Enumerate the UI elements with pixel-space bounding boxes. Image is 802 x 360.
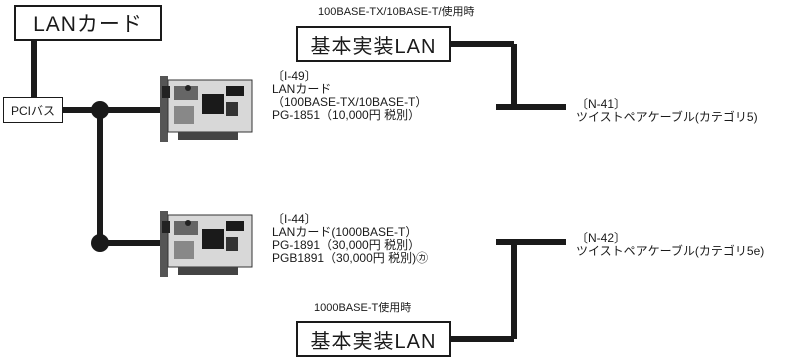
card2-code: 〔I-44〕: [272, 212, 317, 226]
top-usage-label: 100BASE-TX/10BASE-T/使用時: [318, 6, 475, 18]
card2-price1: PG-1891（30,000円 税別）: [272, 238, 421, 252]
onboard-lan-bottom-box: 基本実装LAN: [296, 321, 451, 357]
onboard-lan-top-box: 基本実装LAN: [296, 26, 451, 62]
card1-name: LANカード: [272, 82, 332, 96]
cable2-name: ツイストペアケーブル(カテゴリ5e): [576, 244, 765, 258]
cable1-code: 〔N-41〕: [576, 97, 627, 111]
card1-price: PG-1851（10,000円 税別）: [272, 108, 421, 122]
junction-dot-bottom: [91, 234, 109, 252]
cable2-code: 〔N-42〕: [576, 231, 627, 245]
cable2-description: 〔N-42〕 ツイストペアケーブル(カテゴリ5e): [576, 232, 764, 258]
lan-card-2-image: [160, 211, 253, 277]
junction-dot-top: [91, 101, 109, 119]
card1-spec: （100BASE-TX/10BASE-T）: [272, 95, 428, 109]
lan-card-1-image: [160, 76, 253, 142]
pci-bus-box: PCIバス: [3, 97, 63, 123]
cable1-name: ツイストペアケーブル(カテゴリ5): [576, 110, 758, 124]
lan-card-title-box: LANカード: [14, 5, 162, 41]
cable1-description: 〔N-41〕 ツイストペアケーブル(カテゴリ5): [576, 98, 758, 124]
bottom-usage-label: 1000BASE-T使用時: [314, 302, 412, 314]
card1-code: 〔I-49〕: [272, 69, 317, 83]
card2-description: 〔I-44〕 LANカード(1000BASE-T） PG-1891（30,000…: [272, 213, 428, 265]
card1-description: 〔I-49〕 LANカード （100BASE-TX/10BASE-T） PG-1…: [272, 70, 427, 122]
card2-price2: PGB1891（30,000円 税別)㋕: [272, 251, 429, 265]
card2-name: LANカード(1000BASE-T）: [272, 225, 418, 239]
